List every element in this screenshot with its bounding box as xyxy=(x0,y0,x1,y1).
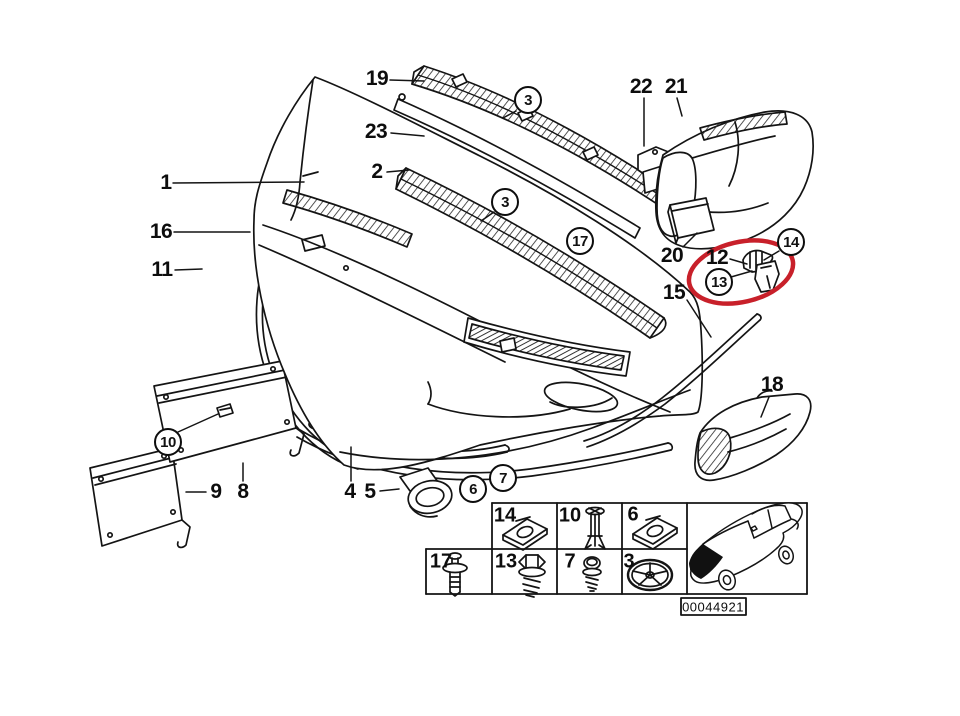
callout-9[interactable]: 9 xyxy=(210,480,222,503)
hex-screw-icon-13 xyxy=(518,554,546,598)
grommet-nut-icon-3 xyxy=(626,558,674,592)
legend-cell-7[interactable]: 7 xyxy=(564,550,576,573)
callout-11[interactable]: 11 xyxy=(151,258,173,281)
callout-21[interactable]: 21 xyxy=(664,75,688,98)
highlighted-front-bumper-area xyxy=(689,544,723,579)
cover-20 xyxy=(667,197,715,244)
expanding-rivet-icon-17 xyxy=(442,552,468,597)
bumper-trim-panel-1 xyxy=(252,76,704,471)
callout-1[interactable]: 1 xyxy=(160,171,172,194)
legend-cell-10[interactable]: 10 xyxy=(558,504,582,527)
callout-20[interactable]: 20 xyxy=(660,244,684,267)
callout-22[interactable]: 22 xyxy=(629,75,653,98)
callout-circle-3-upper[interactable]: 3 xyxy=(514,86,542,114)
callout-16[interactable]: 16 xyxy=(149,220,173,243)
callout-5[interactable]: 5 xyxy=(364,480,376,503)
impact-strip-23 xyxy=(393,93,641,239)
tow-eye-cover-5 xyxy=(399,467,453,518)
callout-19[interactable]: 19 xyxy=(365,67,389,90)
legend-cell-3[interactable]: 3 xyxy=(623,550,635,573)
air-duct-18 xyxy=(694,389,812,482)
expanding-rivet-icon-10 xyxy=(584,506,606,550)
callout-circle-10[interactable]: 10 xyxy=(154,428,182,456)
speed-nut-icon-14 xyxy=(502,516,548,551)
legend-cell-13[interactable]: 13 xyxy=(494,550,518,573)
clip-10-object xyxy=(216,403,234,418)
legend-cell-14[interactable]: 14 xyxy=(493,504,517,527)
sensor-clip-12-13 xyxy=(742,249,780,293)
diagram-code: 00044921 xyxy=(682,599,744,615)
callout-circle-13[interactable]: 13 xyxy=(705,268,733,296)
legend-table xyxy=(425,502,808,616)
license-plate-base-8 xyxy=(153,360,305,463)
side-strip-15 xyxy=(583,313,762,448)
legend-cell-6[interactable]: 6 xyxy=(627,503,639,526)
legend-cell-17[interactable]: 17 xyxy=(429,550,453,573)
grille-2 xyxy=(395,167,667,339)
car-thumbnail xyxy=(689,502,803,591)
callout-circle-3-lower[interactable]: 3 xyxy=(491,188,519,216)
highlight-ellipse xyxy=(686,238,796,306)
callout-circle-14[interactable]: 14 xyxy=(777,228,805,256)
speed-nut-icon-6 xyxy=(632,515,678,550)
callout-18[interactable]: 18 xyxy=(760,373,784,396)
callout-circle-7[interactable]: 7 xyxy=(489,464,517,492)
callout-12[interactable]: 12 xyxy=(705,246,729,269)
callout-23[interactable]: 23 xyxy=(364,120,388,143)
callout-8[interactable]: 8 xyxy=(237,480,249,503)
callout-15[interactable]: 15 xyxy=(662,281,686,304)
callout-circle-6[interactable]: 6 xyxy=(459,475,487,503)
round-screw-icon-7 xyxy=(582,556,602,592)
license-plate-base-9 xyxy=(89,447,191,549)
leader-lines xyxy=(172,79,780,493)
callout-2[interactable]: 2 xyxy=(371,160,383,183)
callout-4[interactable]: 4 xyxy=(344,480,356,503)
callout-circle-17[interactable]: 17 xyxy=(566,227,594,255)
